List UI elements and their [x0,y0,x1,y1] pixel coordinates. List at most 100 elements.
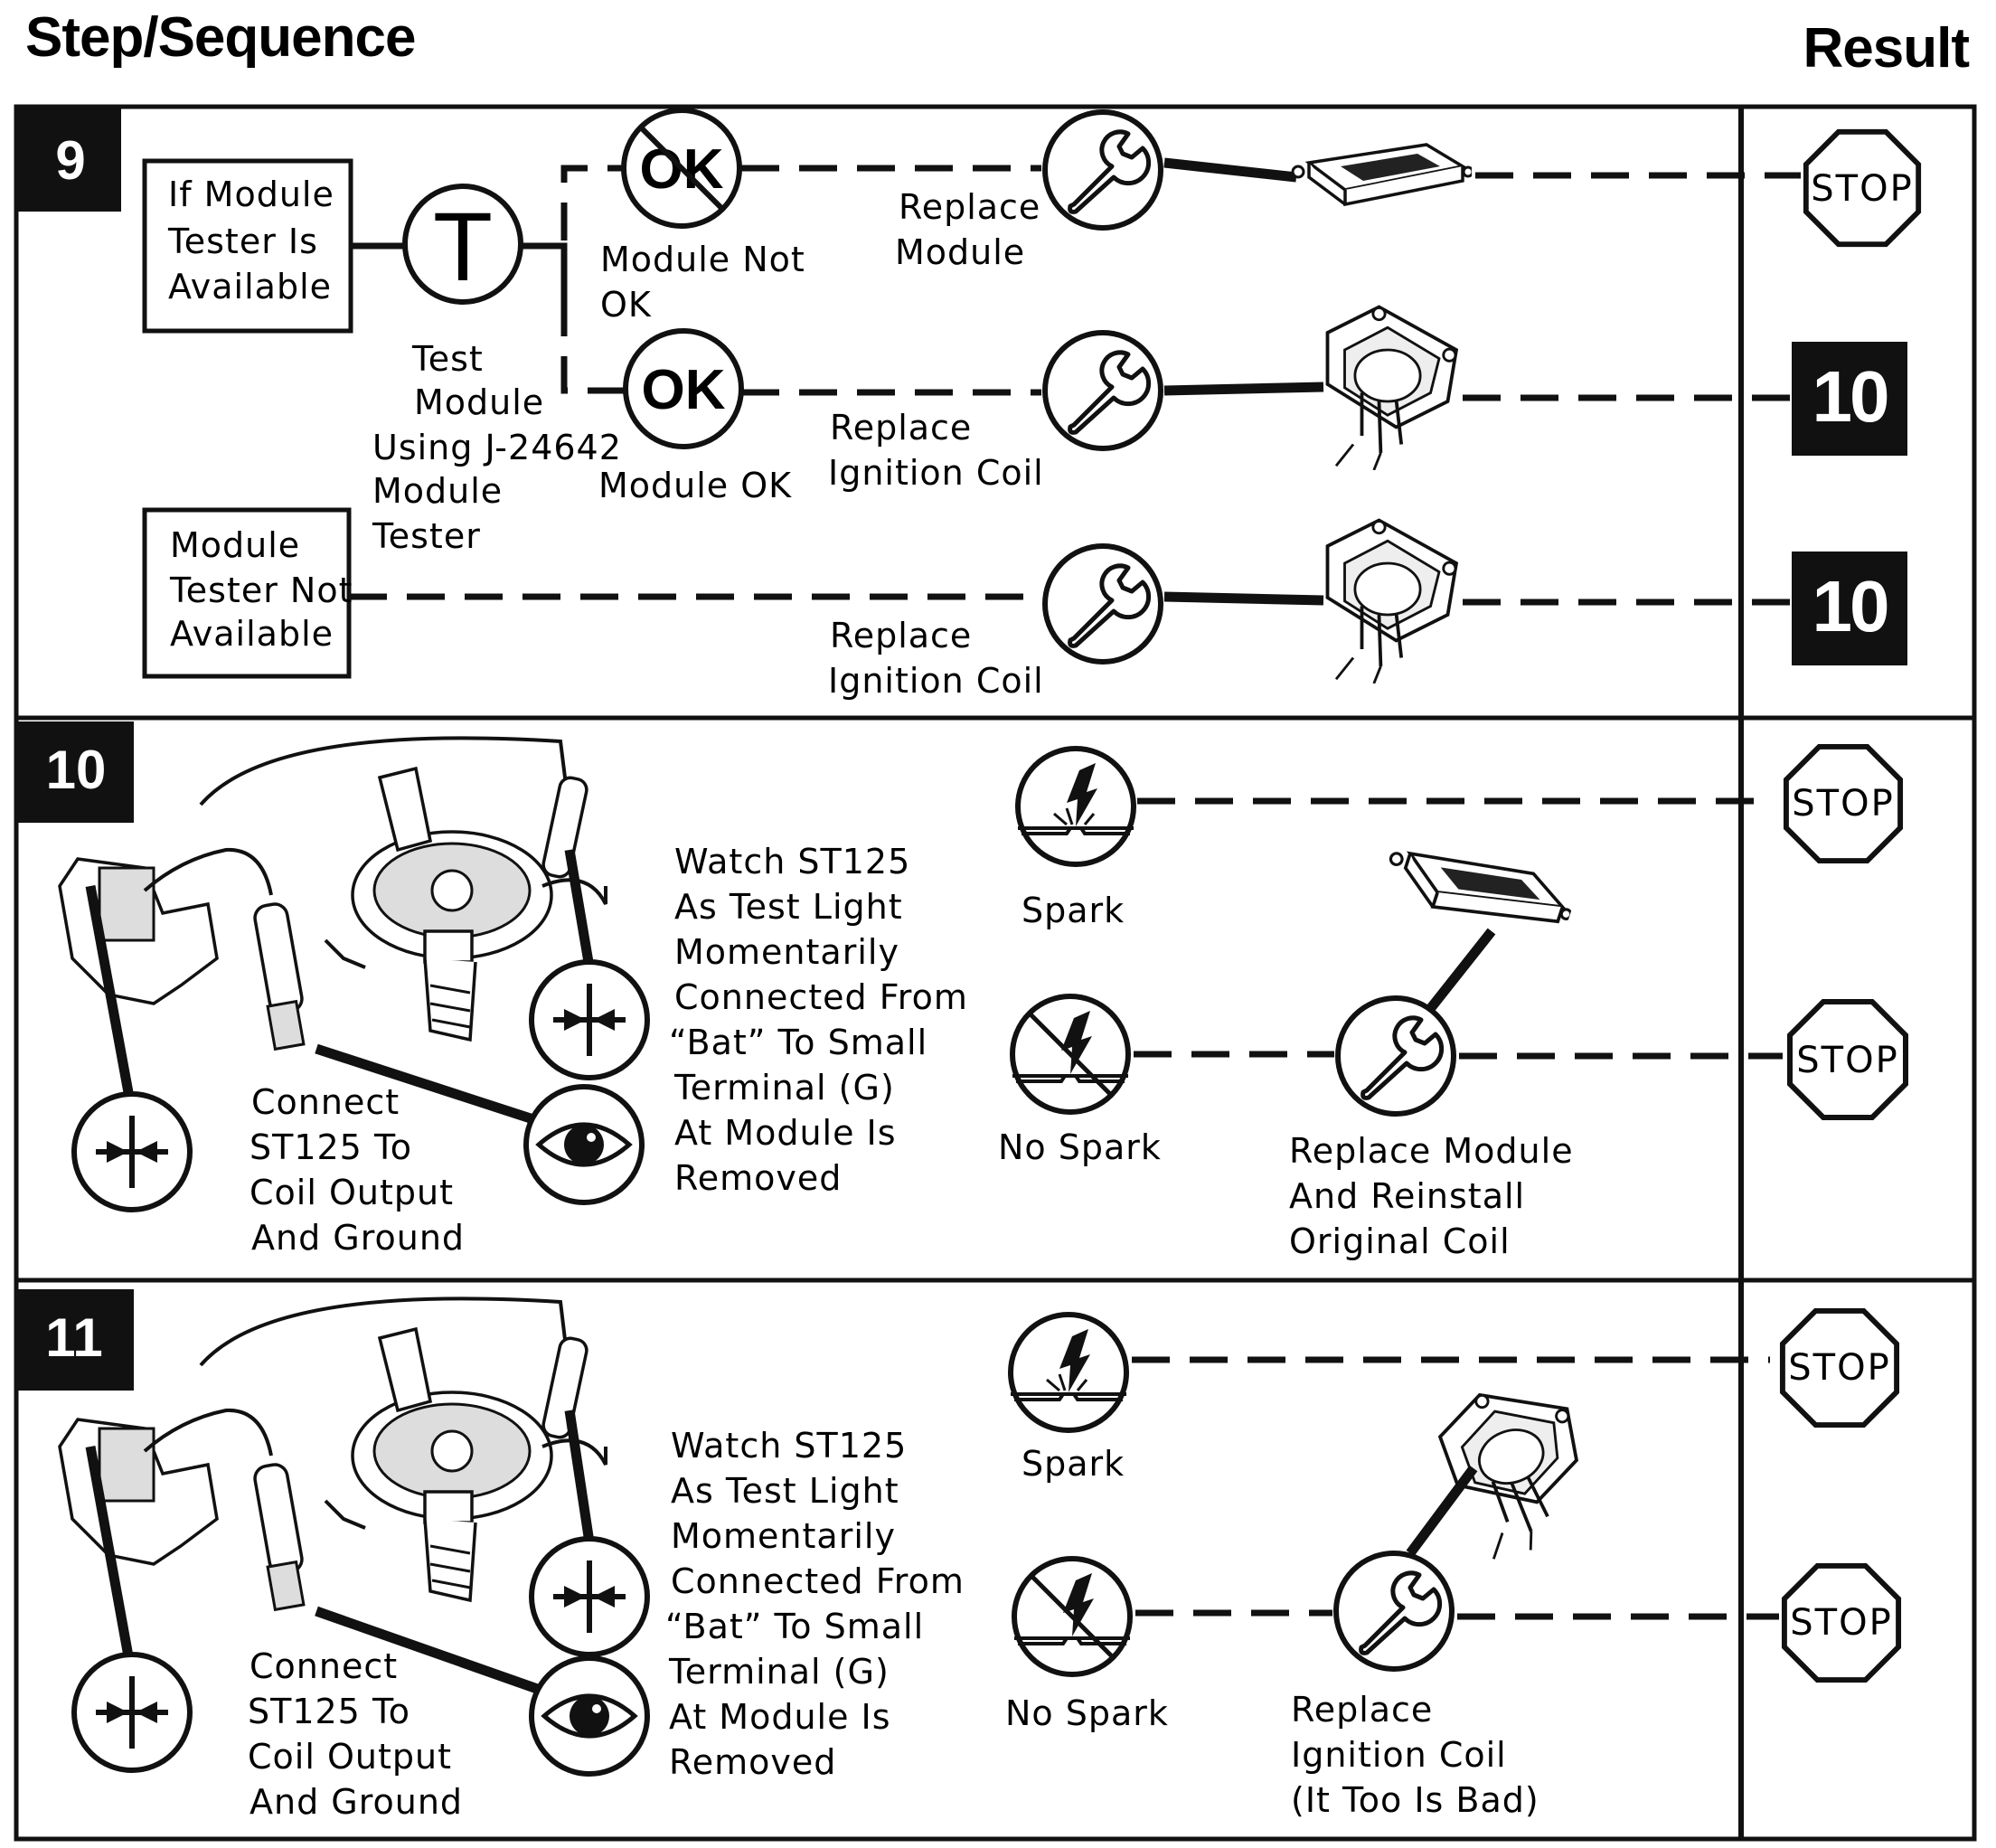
branch-connector [560,165,627,298]
connector [521,242,568,271]
watch-label-line-3: Momentarily [671,1516,896,1556]
step-number: 11 [45,1307,102,1368]
connector [85,885,137,1113]
step-11: 11 Connect ST125 To Coil Output [16,1289,1898,1822]
ignition-module-icon [1380,830,1579,948]
test-module-line-1: Test [411,339,484,379]
not-ok-icon: OK [621,108,742,229]
connector [1163,157,1297,183]
no-spark-icon [1012,996,1128,1112]
wrench-icon [1045,546,1161,662]
not-ok-label-line-2: OK [600,285,652,325]
test-module-line-4: Module [372,471,503,511]
test-module-line-5: Tester [372,516,481,556]
replace-module-line-1: Replace [899,187,1040,227]
ignition-module-icon [1291,143,1472,206]
watch-label-line-6: Terminal (G) [673,1068,895,1108]
connect-label-line-4: And Ground [250,1782,463,1822]
replace-module-line-2: Module [895,232,1025,272]
step-number-badge [16,1289,134,1391]
wrench-icon [1336,1553,1452,1669]
connector [1163,591,1324,606]
wrench-icon [1045,333,1161,448]
connect-label-line-2: ST125 To [250,1127,412,1167]
step-number-badge [16,107,121,212]
replace-coil-line-1: Replace [830,408,972,448]
connector [564,1410,595,1543]
result-goto-10: 10 [1812,566,1888,646]
spark-icon [1011,1315,1126,1430]
ignition-coil-icon [1325,305,1458,470]
watch-label-line-2: As Test Light [671,1471,899,1511]
box-tester-available-line-3: Available [168,267,332,306]
tester-icon: T [402,184,523,305]
header-step-sequence: Step/Sequence [25,6,415,69]
ok-icon: OK [623,328,744,449]
ok-symbol: OK [642,359,726,421]
watch-label-line-8: Removed [674,1158,842,1198]
replace-label-line-1: Replace Module [1289,1131,1574,1171]
connector [315,1606,544,1696]
box-tester-available [142,158,353,334]
replace-label-line-1: Replace [1291,1690,1433,1730]
watch-label-line-7: At Module Is [669,1697,891,1737]
distributor-icon [58,736,607,1051]
box-not-available-line-2: Tester Not [169,570,353,610]
box-tester-available-line-1: If Module [168,174,334,214]
connect-label-line-4: And Ground [251,1218,465,1258]
connect-label-line-1: Connect [250,1646,398,1686]
watch-label-line-3: Momentarily [674,932,899,972]
connector [1163,382,1324,396]
watch-label-line-1: Watch ST125 [671,1426,907,1466]
replace-label-line-3: Original Coil [1289,1221,1511,1261]
replace-label-line-2: Ignition Coil [1291,1735,1507,1775]
no-spark-label: No Spark [998,1127,1162,1167]
header-result: Result [1803,17,1970,80]
result-stop: STOP [1788,1347,1890,1389]
connector [1406,1465,1478,1557]
result-goto-10-badge [1792,552,1907,665]
distributor-icon [58,1296,607,1612]
watch-label-line-1: Watch ST125 [674,842,910,882]
result-stop: STOP [1792,783,1894,825]
step-number: 9 [55,130,85,191]
connect-label-line-3: Coil Output [250,1173,454,1212]
test-light-icon [74,1655,190,1770]
watch-label-line-8: Removed [669,1742,836,1782]
watch-label-line-2: As Test Light [674,887,903,927]
spark-icon [1018,749,1134,864]
spark-label: Spark [1022,891,1125,930]
replace-coil-line-2: Ignition Coil [828,453,1044,493]
ok-label: Module OK [598,466,792,505]
result-stop: STOP [1790,1602,1892,1644]
chart-frame [14,104,1977,1842]
test-light-icon [74,1094,190,1210]
result-goto-10: 10 [1812,356,1888,437]
result-stop: STOP [1796,1040,1898,1081]
result-stop: STOP [1811,168,1913,210]
box-not-available-line-1: Module [170,525,300,565]
tester-symbol: T [433,192,493,301]
branch-connector [560,298,627,394]
connector [315,1043,541,1127]
test-module-line-3: Using J-24642 [372,428,622,467]
result-goto-10-badge [1792,342,1907,456]
replace-coil-2-line-1: Replace [830,616,972,655]
connect-label-line-2: ST125 To [248,1692,410,1731]
spark-label: Spark [1022,1444,1125,1484]
step-9: 9 If Module Tester Is Available T Test M… [16,107,1918,701]
test-light-icon [532,962,647,1078]
connector [564,849,595,968]
watch-label-line-5: “Bat” To Small [669,1023,927,1062]
box-tester-not-available [142,507,352,679]
connector [85,1446,137,1677]
no-spark-label: No Spark [1005,1693,1169,1733]
ignition-coil-icon [1429,1366,1610,1569]
test-light-icon [532,1539,647,1655]
no-spark-icon [1014,1559,1130,1674]
step-10: 10 [16,721,1906,1261]
connect-label-line-3: Coil Output [248,1737,452,1777]
wrench-icon [1338,998,1454,1114]
eye-icon [532,1658,647,1774]
watch-label-line-6: Terminal (G) [668,1652,890,1692]
